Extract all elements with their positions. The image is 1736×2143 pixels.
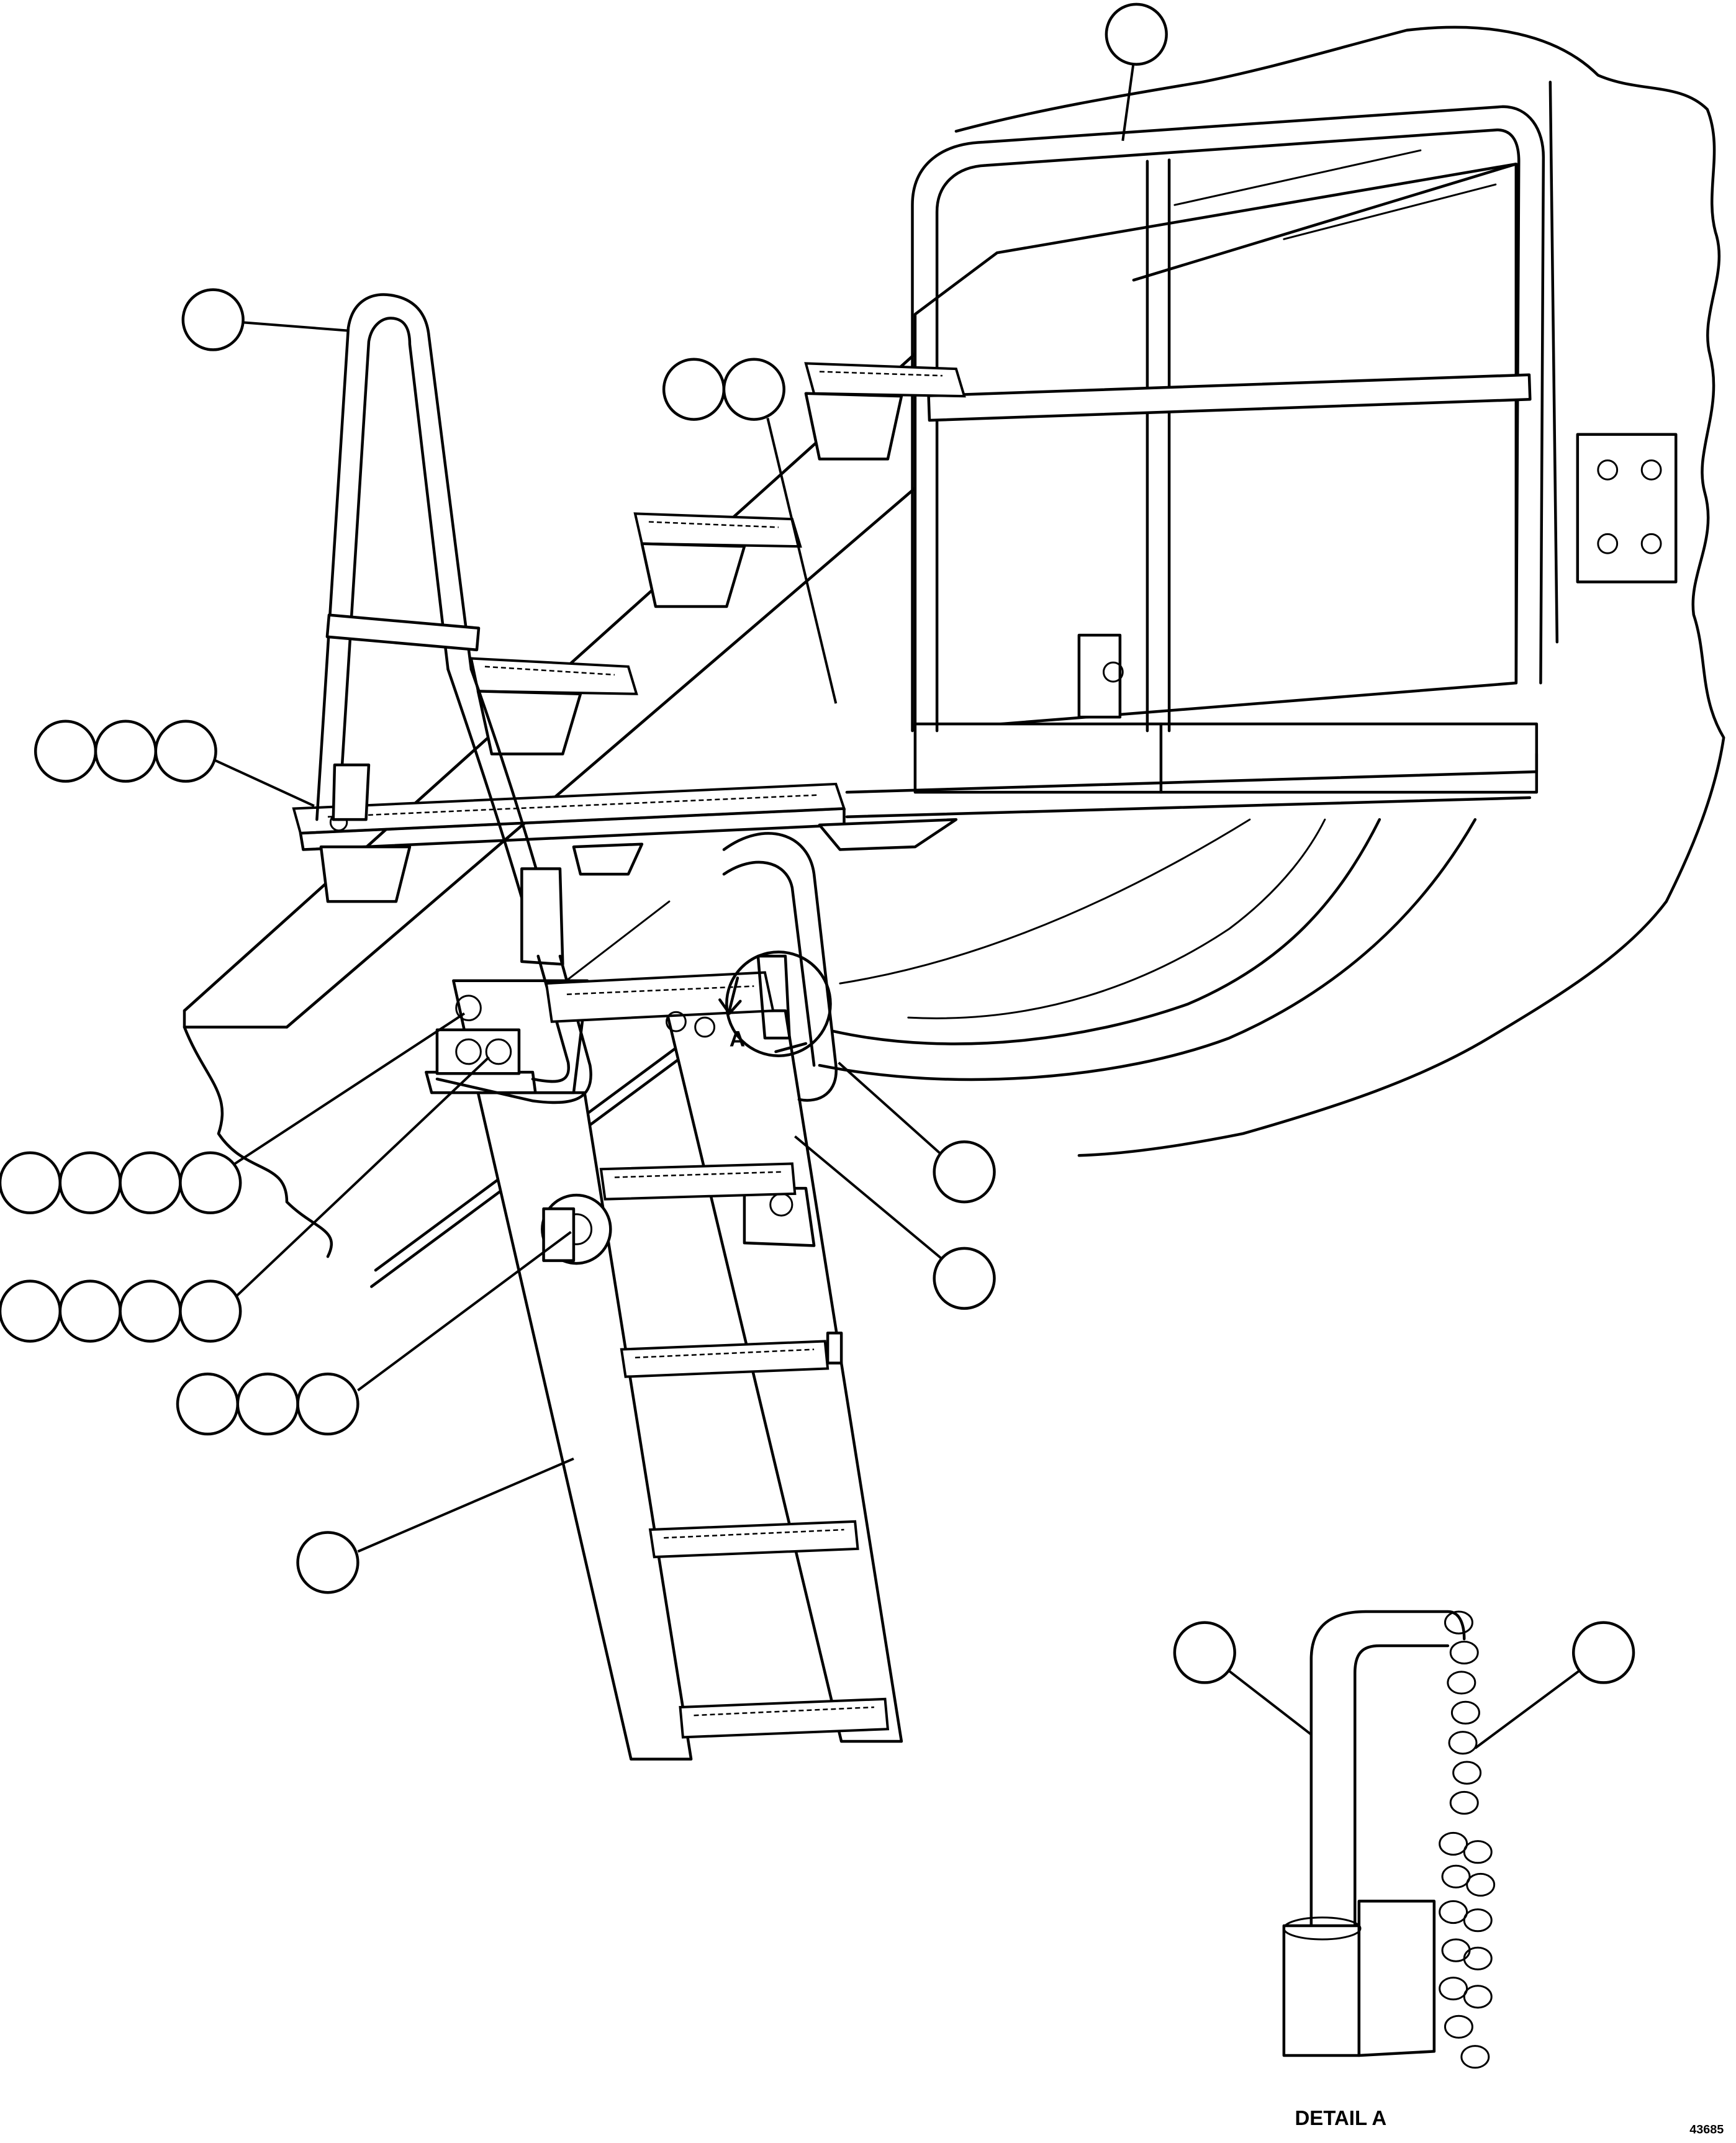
callout-balloon xyxy=(156,721,216,782)
callout-balloon xyxy=(934,1248,995,1309)
callout-balloon xyxy=(0,1281,60,1342)
callout-balloon xyxy=(298,1374,358,1434)
callout-balloon xyxy=(934,1142,995,1202)
callout-balloon xyxy=(238,1374,298,1434)
chain xyxy=(1440,1612,1494,2068)
callout-balloon xyxy=(96,721,156,782)
callout-balloon xyxy=(298,1532,358,1592)
callout-balloon xyxy=(0,1153,60,1213)
drawing-number: 43685 xyxy=(1689,2123,1724,2136)
callout-balloon xyxy=(120,1281,181,1342)
callout-balloon xyxy=(178,1374,238,1434)
callout-balloon xyxy=(120,1153,181,1213)
machine-body xyxy=(820,27,1724,1155)
callout-balloon xyxy=(183,290,243,350)
callout-balloon xyxy=(1175,1623,1235,1683)
callout-balloon xyxy=(60,1281,120,1342)
callout-balloon xyxy=(180,1153,240,1213)
callout-balloon xyxy=(664,359,724,420)
callout-balloon xyxy=(1573,1623,1634,1683)
callout-balloon xyxy=(180,1281,240,1342)
callout-balloon xyxy=(60,1153,120,1213)
callout-balloon xyxy=(35,721,96,782)
callout-balloon xyxy=(724,359,784,420)
callout-balloon xyxy=(1106,4,1167,65)
stair-treads xyxy=(294,363,964,901)
handrail xyxy=(317,295,563,965)
callouts xyxy=(0,4,1634,1748)
upper-platform xyxy=(847,107,1544,817)
folding-ladder: A xyxy=(426,833,902,1759)
detail-a-view: DETAIL A xyxy=(1284,1612,1494,2129)
detail-a-marker: A xyxy=(730,1027,745,1051)
detail-a-caption: DETAIL A xyxy=(1295,2106,1386,2129)
